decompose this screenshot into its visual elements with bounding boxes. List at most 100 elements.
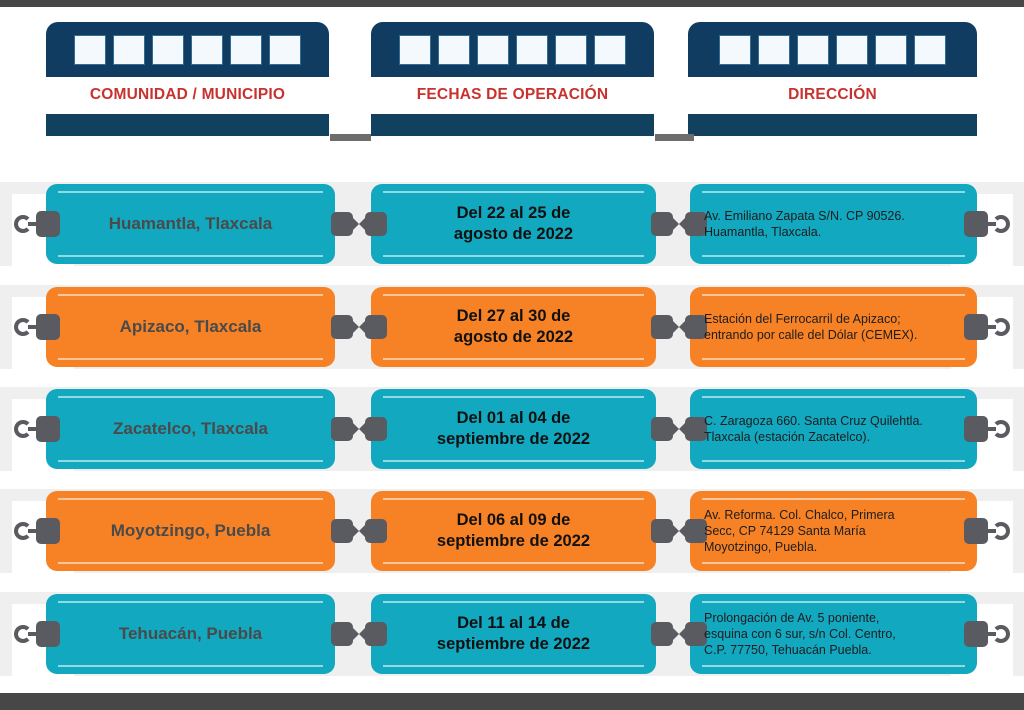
coupler-part	[331, 622, 353, 646]
coupler-hook-part	[964, 621, 988, 647]
coupler-hook-part	[964, 416, 988, 442]
coupler-part	[651, 417, 673, 441]
coupler-foot-icon	[655, 134, 677, 141]
coupler-hook-part	[36, 416, 60, 442]
coupler-hook-part	[36, 621, 60, 647]
coupler-icon	[331, 212, 387, 236]
header-car-dates: FECHAS DE OPERACIÓN	[371, 22, 654, 137]
header-train: COMUNIDAD / MUNICIPIO FECHAS DE OPERACIÓ…	[0, 22, 1024, 141]
cell-address-text: Prolongación de Av. 5 poniente,esquina c…	[704, 611, 896, 657]
coupler-part	[331, 212, 353, 236]
cell-community-text: Tehuacán, Puebla	[118, 624, 263, 644]
train-window-icon	[797, 34, 829, 65]
cell-community[interactable]: Apizaco, Tlaxcala	[46, 287, 335, 367]
header-car-address: DIRECCIÓN	[688, 22, 977, 137]
header-car-body	[46, 22, 329, 77]
coupler-icon	[651, 315, 707, 339]
coupler-hook-part	[36, 518, 60, 544]
coupler-part	[651, 212, 673, 236]
coupler-part	[672, 524, 686, 538]
cell-community[interactable]: Huamantla, Tlaxcala	[46, 184, 335, 264]
coupler-icon	[651, 212, 707, 236]
cell-community-text: Apizaco, Tlaxcala	[119, 317, 262, 337]
train-window-icon	[477, 34, 509, 65]
coupler-hook-icon	[964, 517, 1010, 545]
coupler-part	[672, 422, 686, 436]
coupler-part	[352, 422, 366, 436]
coupler-part	[651, 315, 673, 339]
coupler-part	[685, 417, 707, 441]
coupler-part	[672, 627, 686, 641]
cell-address[interactable]: C. Zaragoza 660. Santa Cruz Quilehtla.Tl…	[690, 389, 977, 469]
coupler-hook-part	[28, 325, 40, 329]
coupler-icon	[331, 622, 387, 646]
cell-community-text: Zacatelco, Tlaxcala	[113, 419, 268, 439]
column-header-community: COMUNIDAD / MUNICIPIO	[89, 85, 286, 103]
top-edge-bar	[0, 0, 1024, 7]
coupler-part	[352, 217, 366, 231]
train-window-icon	[914, 34, 946, 65]
coupler-hook-part	[14, 318, 32, 336]
train-window-icon	[438, 34, 470, 65]
coupler-part	[685, 315, 707, 339]
coupler-icon	[331, 417, 387, 441]
header-car-skirt	[46, 114, 329, 136]
coupler-part	[365, 315, 387, 339]
coupler-part	[352, 524, 366, 538]
coupler-hook-part	[992, 318, 1010, 336]
coupler-part	[685, 622, 707, 646]
coupler-part	[365, 417, 387, 441]
train-window-icon	[113, 34, 145, 65]
cell-address[interactable]: Av. Emiliano Zapata S/N. CP 90526.Huaman…	[690, 184, 977, 264]
cell-community[interactable]: Moyotzingo, Puebla	[46, 491, 335, 571]
column-header-dates: FECHAS DE OPERACIÓN	[416, 85, 609, 103]
train-window-icon	[269, 34, 301, 65]
cell-address-text: C. Zaragoza 660. Santa Cruz Quilehtla.Tl…	[704, 414, 923, 444]
train-window-icon	[152, 34, 184, 65]
cell-community[interactable]: Zacatelco, Tlaxcala	[46, 389, 335, 469]
coupler-hook-part	[14, 420, 32, 438]
train-window-icon	[191, 34, 223, 65]
coupler-hook-icon	[964, 415, 1010, 443]
coupler-hook-icon	[14, 313, 60, 341]
coupler-hook-part	[28, 632, 40, 636]
coupler-icon	[651, 622, 707, 646]
coupler-part	[352, 627, 366, 641]
cell-community[interactable]: Tehuacán, Puebla	[46, 594, 335, 674]
coupler-foot-icon	[349, 134, 371, 141]
train-window-icon	[230, 34, 262, 65]
coupler-part	[651, 622, 673, 646]
coupler-icon	[331, 519, 387, 543]
coupler-part	[365, 212, 387, 236]
cell-address-text: Estación del Ferrocarril de Apizaco;entr…	[704, 312, 918, 342]
coupler-hook-part	[964, 518, 988, 544]
coupler-part	[365, 519, 387, 543]
coupler-hook-part	[28, 529, 40, 533]
coupler-hook-icon	[964, 620, 1010, 648]
cell-address[interactable]: Prolongación de Av. 5 poniente,esquina c…	[690, 594, 977, 674]
cell-address[interactable]: Estación del Ferrocarril de Apizaco;entr…	[690, 287, 977, 367]
coupler-hook-part	[28, 427, 40, 431]
column-header-address: DIRECCIÓN	[788, 85, 877, 103]
train-window-icon	[594, 34, 626, 65]
coupler-hook-icon	[964, 210, 1010, 238]
coupler-hook-part	[14, 522, 32, 540]
coupler-part	[331, 417, 353, 441]
coupler-hook-part	[992, 522, 1010, 540]
coupler-icon	[331, 315, 387, 339]
